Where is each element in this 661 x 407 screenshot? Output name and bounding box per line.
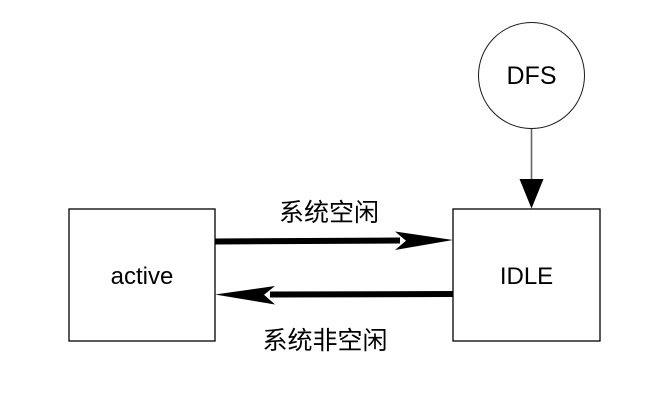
dfs-node-label: DFS (507, 62, 557, 90)
active-to-idle-arrowhead (395, 231, 453, 250)
active-node-label: active (111, 263, 174, 290)
dfs-to-idle-arrowhead (519, 179, 544, 209)
idle-to-active-label: 系统非空闲 (262, 327, 387, 355)
idle-node-label: IDLE (500, 263, 553, 290)
dfs-node (478, 22, 585, 129)
active-to-idle-arrow-shaft (214, 237, 401, 245)
active-node (68, 208, 216, 342)
active-to-idle-label: 系统空闲 (279, 199, 379, 227)
idle-node (452, 208, 601, 342)
idle-to-active-arrow-shaft (269, 291, 454, 298)
idle-to-active-arrowhead (215, 286, 275, 305)
